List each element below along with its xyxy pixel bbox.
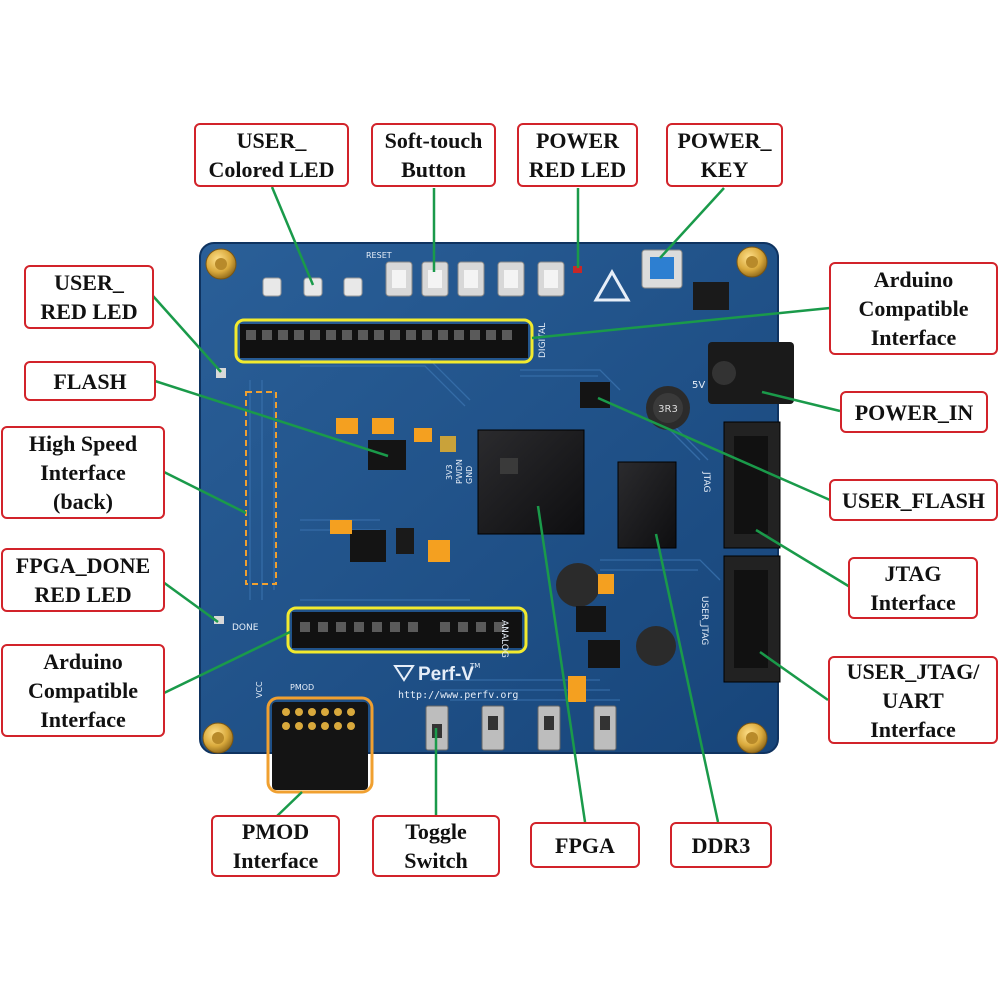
- done-led: [214, 616, 224, 624]
- user-red-led: [216, 368, 226, 378]
- gnd-silk: GND: [465, 466, 474, 484]
- leader-fpga: [536, 505, 587, 823]
- callout-flash: FLASH: [24, 361, 156, 401]
- leader-user-red-led: [152, 295, 222, 373]
- power-key: [641, 249, 683, 289]
- soft-touch-buttons: [385, 261, 565, 297]
- flash-area: [336, 418, 456, 470]
- leader-fpga-done: [162, 580, 219, 624]
- leader-jtag: [755, 528, 851, 589]
- callout-jtag: JTAG Interface: [848, 557, 978, 619]
- vcc-silk: VCC: [255, 681, 264, 698]
- high-speed-interface: [245, 391, 277, 585]
- jtag-silk: JTAG: [701, 471, 711, 492]
- leader-ddr3: [654, 533, 720, 823]
- callout-power-in: POWER_IN: [840, 391, 988, 433]
- power-red-led: [573, 266, 582, 273]
- callout-power-key: POWER_ KEY: [666, 123, 783, 187]
- user-colored-led: [262, 277, 363, 297]
- leader-arduino-top: [531, 306, 831, 340]
- inductor-top: 3R3: [646, 386, 690, 430]
- digital-silk: DIGITAL: [538, 323, 548, 358]
- user-jtag-connector: [723, 555, 781, 683]
- callout-user-jtag-uart: USER_JTAG/ UART Interface: [828, 656, 998, 744]
- standoff-top-right: [736, 246, 768, 278]
- logo-icon: [593, 268, 631, 302]
- brand-tm: TM: [469, 662, 480, 670]
- regulator: [693, 282, 729, 310]
- callout-fpga: FPGA: [530, 822, 640, 868]
- jtag-connector: [723, 421, 781, 549]
- leader-user-flash: [597, 396, 831, 502]
- leader-pmod: [274, 791, 303, 819]
- callout-pmod: PMOD Interface: [211, 815, 340, 877]
- fpga-chip: [477, 429, 585, 535]
- leader-power-in: [761, 390, 841, 413]
- callout-arduino-top: Arduino Compatible Interface: [829, 262, 998, 355]
- reset-silk: RESET: [366, 251, 392, 260]
- leader-flash: [154, 379, 389, 458]
- arduino-header-top: [234, 318, 534, 364]
- analog-silk: ANALOG: [499, 620, 509, 658]
- ddr3-chip: [617, 461, 677, 549]
- brand-text: Perf-V: [418, 664, 474, 685]
- callout-soft-touch-button: Soft-touch Button: [371, 123, 496, 187]
- misc-parts: [330, 520, 676, 702]
- leader-high-speed: [163, 470, 247, 515]
- user-jtag-silk: USER_JTAG: [699, 596, 709, 645]
- user-flash-chip: [580, 382, 610, 408]
- callout-ddr3: DDR3: [670, 822, 772, 868]
- brand-url: http://www.perfv.org: [398, 690, 518, 701]
- pmod-connector: [266, 696, 374, 794]
- standoff-bottom-right: [736, 722, 768, 754]
- callout-user-colored-led: USER_ Colored LED: [194, 123, 349, 187]
- pwdn-silk: PWDN: [455, 459, 464, 484]
- inductor-silk: 3R3: [658, 404, 678, 415]
- callout-power-red-led: POWER RED LED: [517, 123, 638, 187]
- callout-fpga-done: FPGA_DONE RED LED: [1, 548, 165, 612]
- standoff-bottom-left: [202, 722, 234, 754]
- leader-power-key: [659, 187, 725, 259]
- brand-logo: Perf-V TM http://www.perfv.org: [393, 662, 518, 701]
- volt-silk: 3V3: [445, 464, 454, 480]
- v5-silk: 5V: [692, 380, 705, 391]
- leader-lines: [152, 186, 851, 823]
- leader-user-colored-led: [270, 186, 315, 286]
- standoff-top-left: [205, 248, 237, 280]
- callout-arduino-bottom: Arduino Compatible Interface: [1, 644, 165, 737]
- callout-user-flash: USER_FLASH: [829, 479, 998, 521]
- callout-high-speed: High Speed Interface (back): [1, 426, 165, 519]
- leader-arduino-bottom: [163, 630, 291, 695]
- leader-user-jtag-uart: [759, 650, 829, 702]
- callout-toggle-switch: Toggle Switch: [372, 815, 500, 877]
- done-silk: DONE: [232, 623, 259, 633]
- pmod-silk: PMOD: [290, 683, 314, 692]
- callout-user-red-led: USER_ RED LED: [24, 265, 154, 329]
- power-jack: [708, 342, 794, 404]
- arduino-header-bottom: [286, 606, 528, 654]
